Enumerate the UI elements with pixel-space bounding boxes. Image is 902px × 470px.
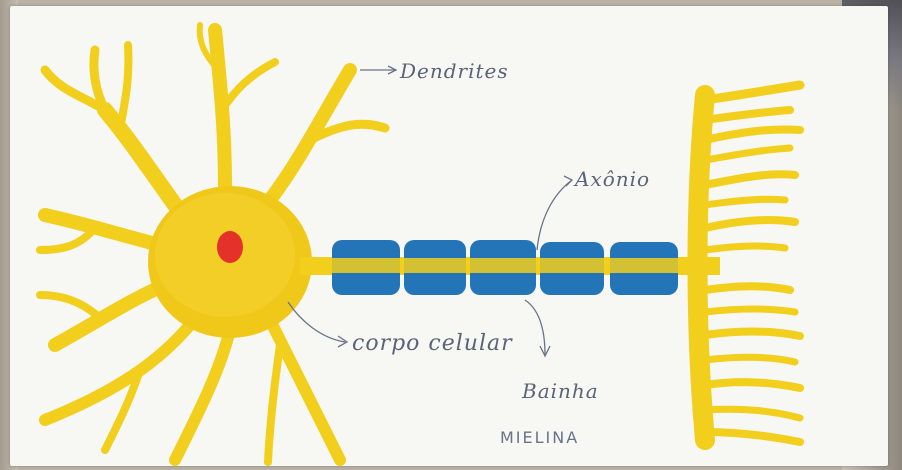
label-dendrites: Dendrites <box>399 59 509 83</box>
label-myelin: MIELINA <box>500 428 579 447</box>
label-axon: Axônio <box>573 167 650 191</box>
label-cell-body: corpo celular <box>352 331 513 356</box>
label-sheath: Bainha <box>521 379 599 403</box>
nucleus <box>217 231 243 263</box>
